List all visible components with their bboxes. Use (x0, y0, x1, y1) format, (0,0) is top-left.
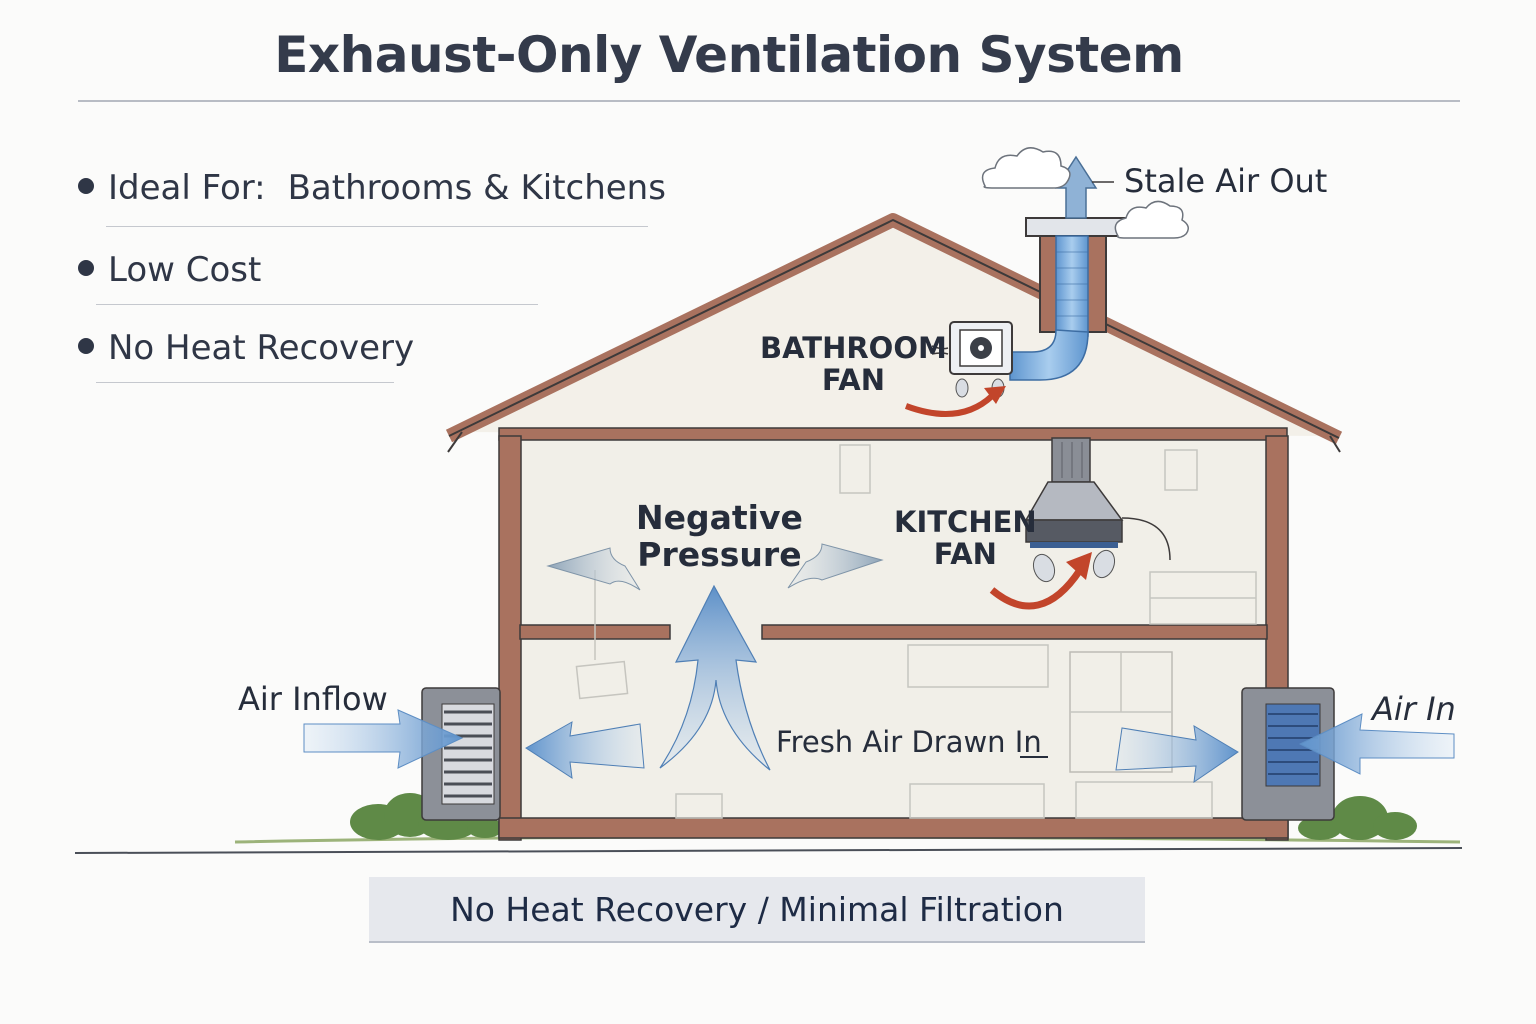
kitchen-fan-icon (1024, 437, 1124, 583)
kitchen-fan-label-line1: KITCHEN (894, 505, 1037, 539)
bullet-ideal-for: Ideal For: Bathrooms & Kitchens (78, 168, 666, 208)
bullet-divider (96, 304, 538, 305)
footer-text: No Heat Recovery / Minimal Filtration (450, 889, 1064, 929)
stale-air-out-label: Stale Air Out (1124, 162, 1328, 200)
bullet-dot-icon (78, 259, 94, 276)
foundation (498, 817, 1289, 839)
bullet-divider (96, 382, 394, 383)
right-wall-vent-icon (1241, 687, 1335, 821)
title-divider (78, 100, 1460, 102)
bathroom-fan-label-line1: BATHROOM (760, 331, 947, 365)
bullet-low-cost: Low Cost (78, 250, 261, 290)
footer-banner: No Heat Recovery / Minimal Filtration (369, 877, 1145, 943)
bullet-no-heat-recovery: No Heat Recovery (78, 328, 414, 368)
attic-space (457, 228, 1330, 436)
exhaust-duct (1055, 235, 1089, 337)
bullet-low-cost-label: Low Cost (108, 250, 262, 290)
left-wall (498, 435, 522, 841)
diagram-title: Exhaust-Only Ventilation System (274, 26, 1184, 84)
kitchen-fan-arrow (989, 568, 1083, 610)
attic-floor (498, 427, 1288, 441)
bullet-ideal-for-value: Bathrooms & Kitchens (287, 168, 666, 208)
negative-pressure-arrow-right (787, 543, 884, 589)
bathroom-fan-arrow (904, 393, 995, 417)
bullet-ideal-for-label: Ideal For: (108, 168, 266, 208)
negative-pressure-arrow-left (546, 547, 641, 591)
bullet-divider (106, 226, 648, 227)
bullet-dot-icon (78, 337, 94, 354)
interior-sketch (575, 444, 1257, 819)
cloud-icon (1114, 200, 1189, 239)
bathroom-fan-label: BATHROOM FAN (760, 332, 947, 397)
negative-pressure-label: Negative Pressure (636, 498, 803, 574)
negative-pressure-label-line2: Pressure (637, 534, 802, 574)
shrub-right-icon (1298, 796, 1417, 840)
fresh-air-drawn-in-label: Fresh Air Drawn In (776, 725, 1042, 759)
bathroom-fan-label-line2: FAN (821, 363, 886, 398)
air-inflow-arrow (303, 709, 464, 769)
duct-elbow (1009, 329, 1089, 381)
air-inflow-label: Air Inflow (238, 680, 388, 718)
ground-line (74, 847, 1463, 854)
air-in-arrow (1298, 713, 1455, 775)
fresh-air-up-arrow (659, 584, 771, 771)
bullet-dot-icon (78, 177, 94, 194)
fresh-air-left-arrow (525, 721, 645, 780)
cloud-icon (981, 147, 1071, 189)
kitchen-fan-label-line2: FAN (933, 537, 997, 572)
air-in-label: Air In (1372, 690, 1456, 728)
mid-floor-right (761, 624, 1268, 640)
kitchen-fan-label: KITCHEN FAN (894, 506, 1037, 571)
fresh-air-right-arrow (1115, 725, 1239, 784)
left-wall-vent-icon (421, 687, 501, 821)
bullet-no-heat-recovery-label: No Heat Recovery (108, 328, 415, 368)
negative-pressure-label-line1: Negative (636, 498, 803, 537)
